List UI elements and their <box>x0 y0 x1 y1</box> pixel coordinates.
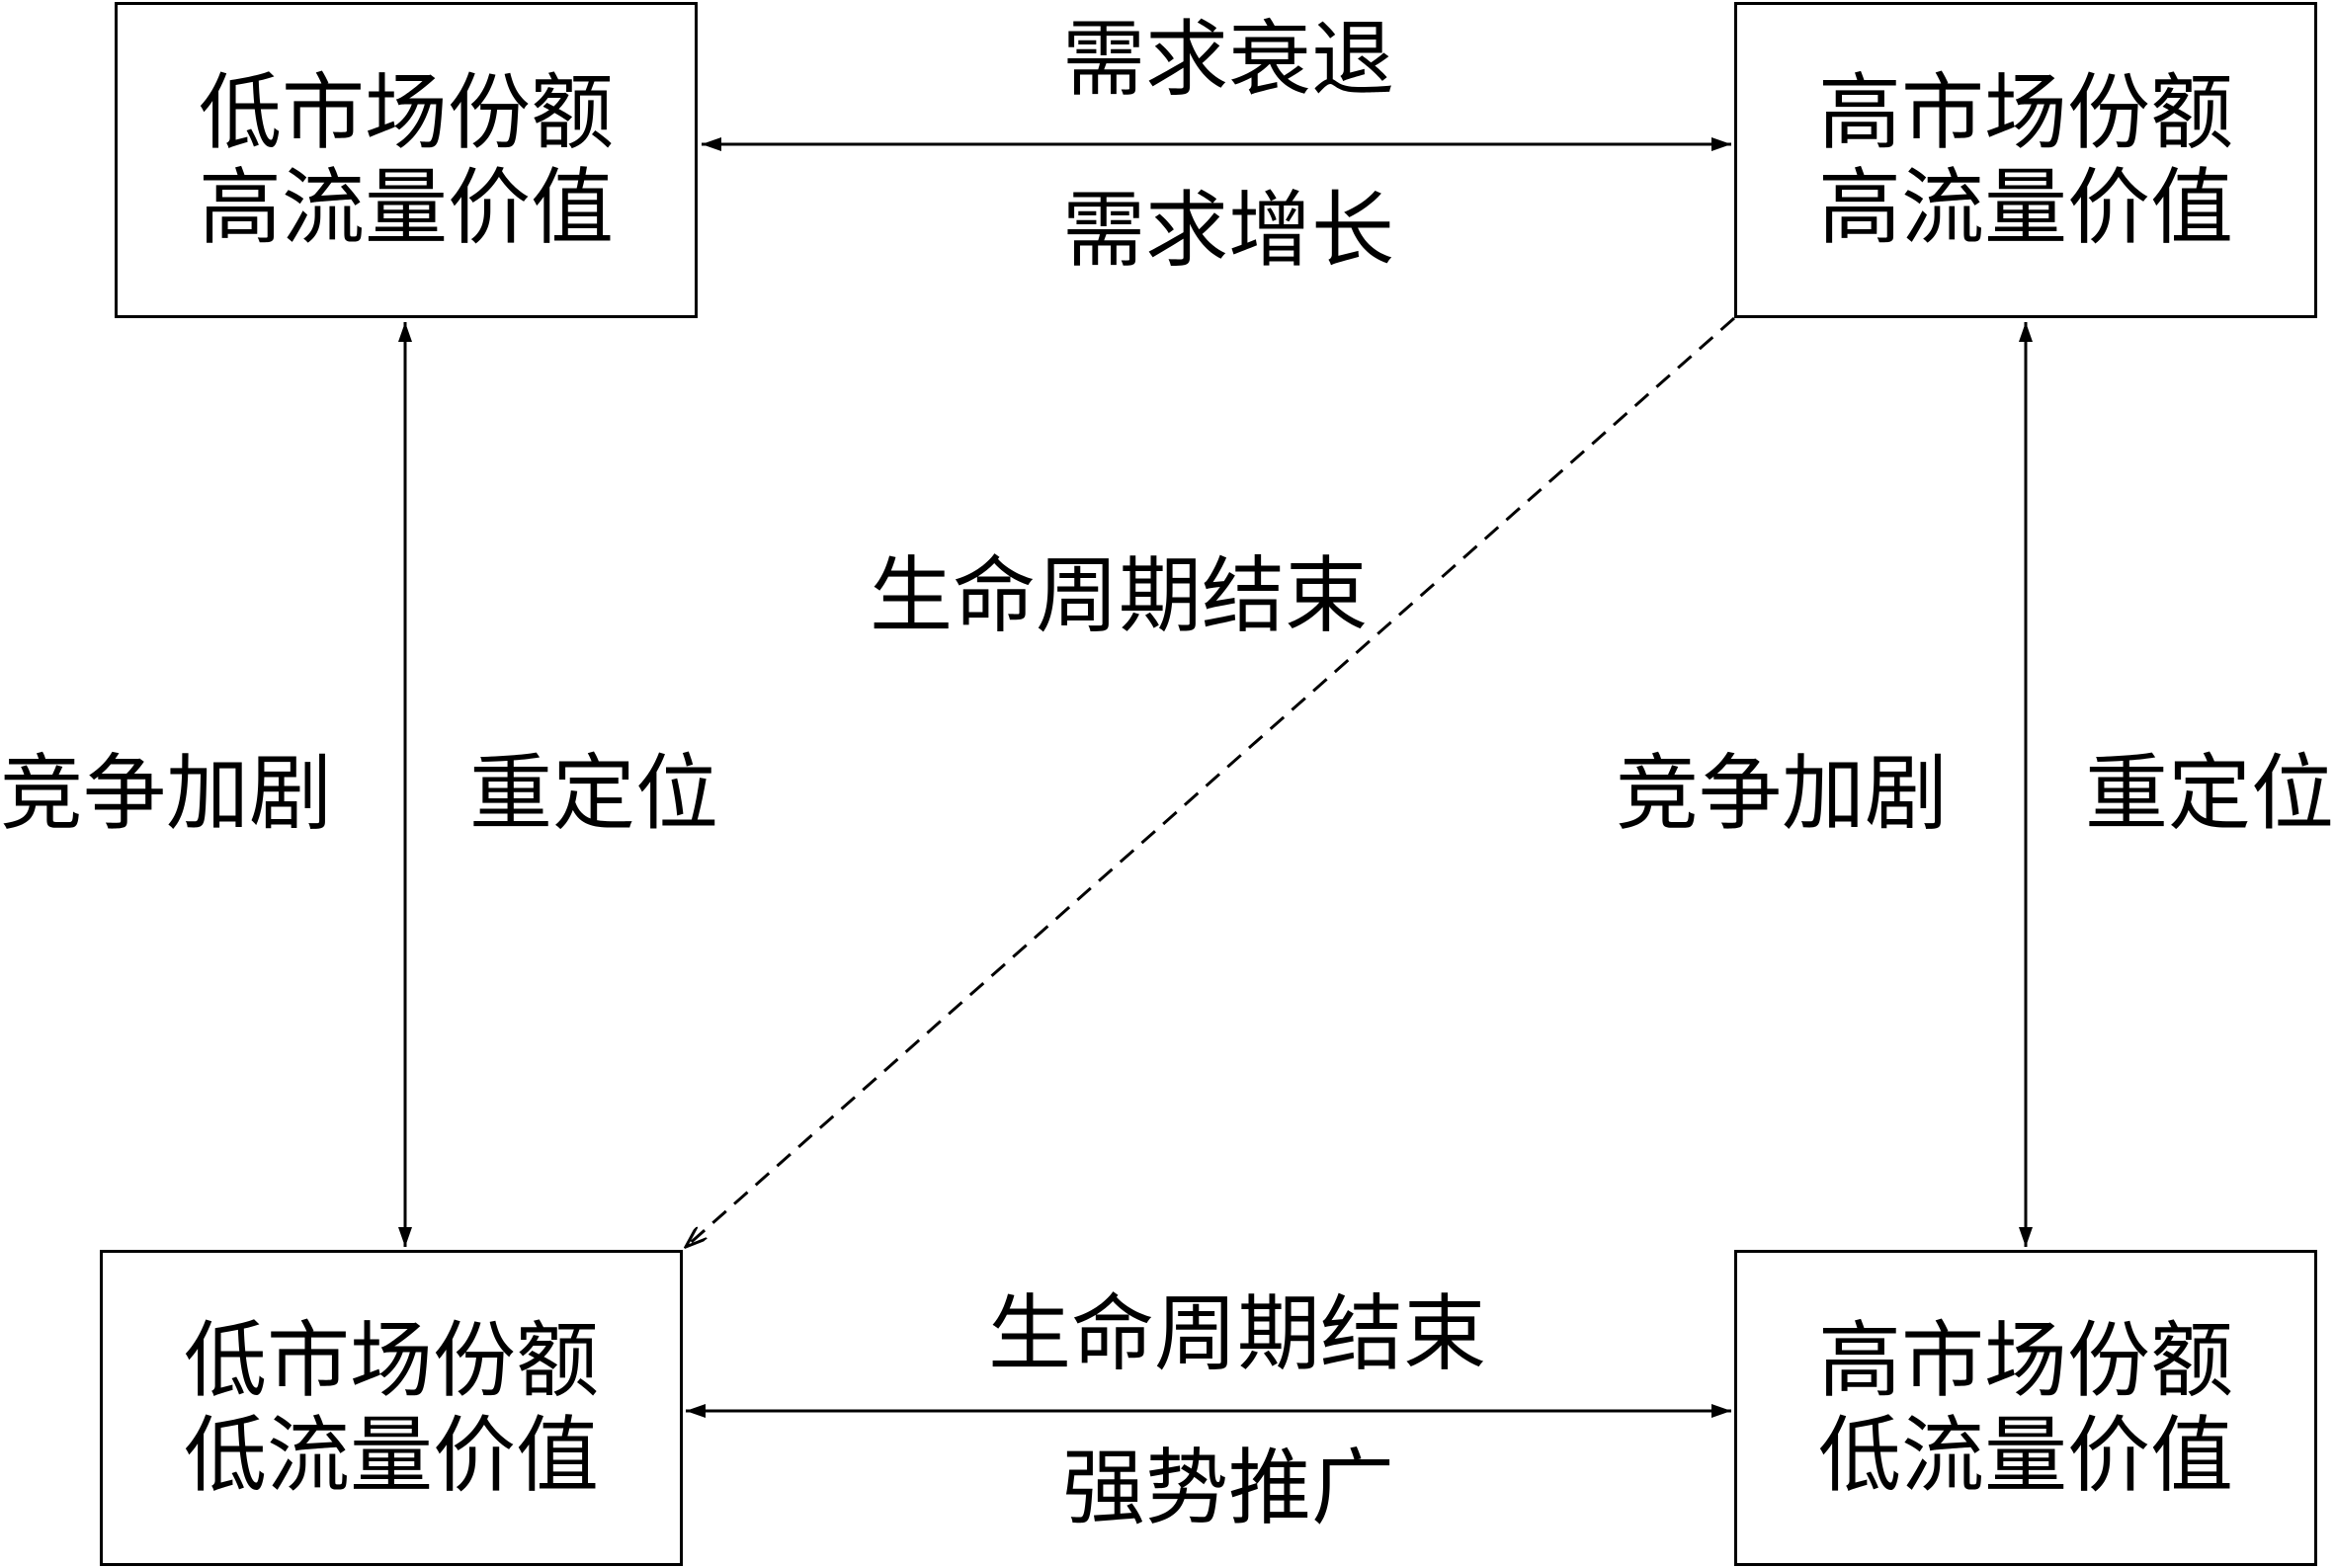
box-line-1: 低市场份额 <box>183 1312 599 1409</box>
top-edge-label-demand-growth: 需求增长 <box>1062 182 1395 279</box>
bottom-edge-label-lifecycle-end: 生命周期结束 <box>988 1285 1487 1382</box>
box-line-1: 高市场份额 <box>1817 64 2233 161</box>
box-low-share-high-value: 低市场份额 高流量价值 <box>115 2 698 318</box>
bottom-edge-label-strong-promotion: 强势推广 <box>1062 1440 1395 1536</box>
box-line-2: 低流量价值 <box>183 1407 599 1504</box>
right-edge-label-repositioning: 重定位 <box>2085 745 2335 842</box>
box-low-share-low-value: 低市场份额 低流量价值 <box>100 1250 683 1566</box>
box-high-share-low-value: 高市场份额 低流量价值 <box>1734 1250 2317 1566</box>
box-line-2: 高流量价值 <box>1817 159 2233 256</box>
box-high-share-high-value: 高市场份额 高流量价值 <box>1734 2 2317 318</box>
top-edge-label-demand-decline: 需求衰退 <box>1062 11 1395 108</box>
left-edge-label-competition: 竞争加剧 <box>0 745 333 842</box>
box-line-1: 低市场份额 <box>198 64 614 161</box>
box-line-2: 低流量价值 <box>1817 1407 2233 1504</box>
diagonal-edge-label-lifecycle-end: 生命周期结束 <box>870 547 1369 644</box>
box-line-2: 高流量价值 <box>198 159 614 256</box>
right-edge-label-competition: 竞争加剧 <box>1616 745 1949 842</box>
left-edge-label-repositioning: 重定位 <box>469 745 719 842</box>
diagonal-dashed-arrow <box>686 316 1735 1247</box>
box-line-1: 高市场份额 <box>1817 1312 2233 1409</box>
